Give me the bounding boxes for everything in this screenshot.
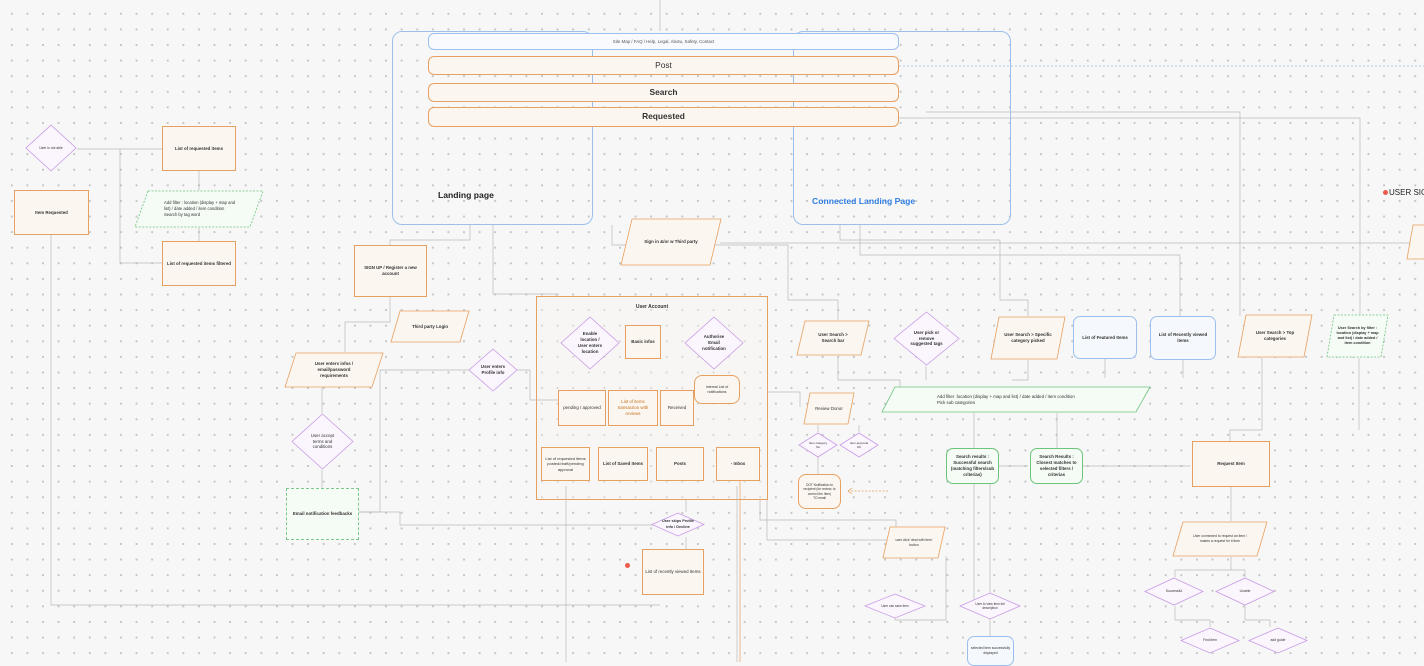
find-item-decision[interactable]: Find item [1180,627,1240,654]
review-donor-node[interactable]: Review Donor [803,392,855,425]
received-node[interactable]: Received [660,390,694,426]
selected-item-node[interactable]: selected item successfully displayed [967,636,1014,666]
post-label: Post [655,59,672,70]
recently-viewed-items-node[interactable]: List of Recently viewed items [1150,316,1216,360]
list-saved-items-node[interactable]: List of Saved Items [598,447,648,481]
search-bar[interactable]: Search [428,83,899,102]
user-connected-request-node[interactable]: User connected to request an item / make… [1172,521,1268,557]
enable-location-decision[interactable]: Enable location / User enters location [560,316,620,370]
item-category-decision[interactable]: Item category fits [798,432,838,458]
comment-marker-icon[interactable] [1383,190,1388,195]
user-account-title: User Account [635,303,669,310]
dot-notification-node[interactable]: DOT Notification to recipient (for revie… [798,474,841,509]
user-save-item-decision[interactable]: User can save item [864,593,926,619]
item-approval-decision[interactable]: Item approval OK [839,432,879,458]
user-accept-terms-decision[interactable]: User accept terms and conditions [291,413,354,470]
featured-items-node[interactable]: List of Featured Items [1073,316,1137,359]
add-filter-wide-node[interactable]: Add filter :location (display + map and … [881,386,1151,413]
list-requested-filtered-node[interactable]: List of requested items filtered [162,241,236,286]
post-bar[interactable]: Post [428,56,899,75]
landing-page-frame [392,31,593,225]
user-skips-profile-decision[interactable]: User skips Profile info / Decline [651,512,705,537]
email-notification-node[interactable]: Email notification feedbacks [286,488,359,540]
search-results-closest-node[interactable]: Search Results : Closest matches to sele… [1030,448,1083,484]
sitemap-bar[interactable]: Site Map / FAQ / Help, Legal, Abotu, Saf… [428,33,899,50]
user-search-filter-node[interactable]: User Search by filter : location (displa… [1326,314,1389,358]
offscreen-node [1406,224,1424,260]
unable-decision[interactable]: Unable [1215,577,1275,606]
requested-bar[interactable]: Requested [428,107,899,127]
user-enters-infos-node[interactable]: User enters infos / email/password requi… [284,352,384,388]
add-guide-decision[interactable]: add guide [1248,627,1308,654]
successful-decision[interactable]: Successful [1144,577,1204,606]
user-clicks-item-node[interactable]: user click 'deal with item' button [882,526,946,559]
third-party-login-node[interactable]: Third party Login [390,310,470,343]
user-not-able-decision[interactable]: User is not able [25,124,77,172]
posts-node[interactable]: Posts [656,447,704,481]
user-search-specific-node[interactable]: User Search > Specific category picked [990,316,1066,360]
add-filter-left-node[interactable]: Add filter : location (display + map and… [134,190,264,228]
internal-notifications-node[interactable]: Internal List of notifications [694,375,740,404]
authorise-email-decision[interactable]: Authorise Email notification [684,316,744,370]
inbox-node[interactable]: - Inbox [716,447,760,481]
sign-in-third-party-node[interactable]: Sign in &/or w Third party [620,218,722,266]
user-search-bar-node[interactable]: User Search > Search bar [796,320,870,356]
basic-infos-node[interactable]: Basic infos [625,325,661,359]
user-pick-tags-decision[interactable]: User pick or remove suggested tags [893,311,960,366]
user-enters-profile-decision[interactable]: User enters Profile info [468,348,518,392]
user-sign-annotation: USER SIG [1389,188,1424,197]
search-results-success-node[interactable]: Search results : Successful search (matc… [946,448,999,484]
item-requested-node[interactable]: Item Requested [14,190,89,235]
list-items-transaction-node[interactable]: List of items transaction with reviews [608,390,658,426]
list-requested-items-node[interactable]: List of requested items [162,126,236,171]
request-item-node[interactable]: Request Item [1192,441,1270,487]
landing-page-title: Landing page [438,190,494,201]
sign-up-node[interactable]: SIGN UP / Register a new account [354,245,427,297]
search-label: Search [649,86,678,97]
list-recently-viewed-bottom-node[interactable]: List of recently viewed Items [642,549,704,595]
requested-label: Requested [642,111,685,122]
sitemap-text: Site Map / FAQ / Help, Legal, Abotu, Saf… [612,38,715,44]
connected-landing-page-title: Connected Landing Page [812,196,916,207]
pending-approved-node[interactable]: pending / approved [558,390,606,426]
comment-marker-icon-2[interactable] [625,563,630,568]
user-search-top-categories-node[interactable]: User Search > Top categories [1237,314,1313,358]
list-requested-posted-node[interactable]: List of requested items posted/draft/pen… [541,447,590,481]
user-view-item-decision[interactable]: User to view item full description [959,592,1021,620]
